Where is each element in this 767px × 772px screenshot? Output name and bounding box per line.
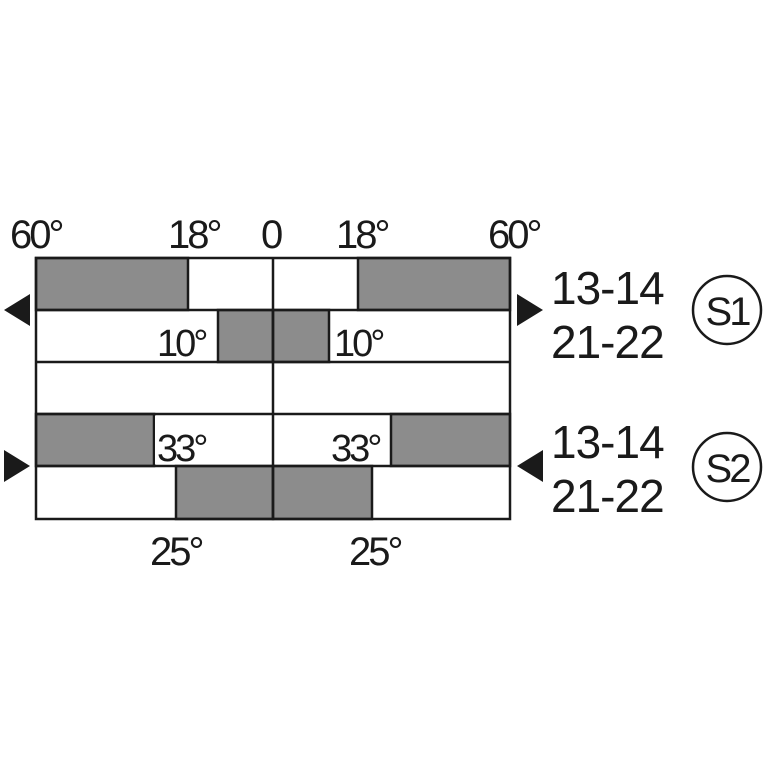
s1-badge-circle: [691, 274, 763, 346]
s1-row2-right-segment: [271, 308, 331, 364]
s1-contact-b: 21-22: [551, 316, 664, 368]
s2-badge-label: S2: [706, 447, 751, 491]
bottom-label-right: 25°: [349, 530, 401, 574]
s1-row2-left-segment: [216, 308, 275, 364]
s2-contact-a: 13-14: [551, 416, 664, 468]
s1-left-arrow-icon: [4, 294, 30, 326]
label-backgrounds: [154, 312, 393, 464]
grid: [34, 256, 512, 521]
row4-right-label-bg: [329, 416, 389, 464]
s1-right-arrow-icon: [517, 294, 543, 326]
top-label-right-mid: 18°: [336, 213, 388, 257]
s1-row1-left-segment: [34, 256, 190, 312]
s2-row2-left-segment: [174, 464, 275, 521]
row2-right-angle-label: 10°: [334, 323, 383, 365]
s1-contact-a: 13-14: [551, 262, 664, 314]
row4-right-angle-label: 33°: [331, 428, 380, 470]
top-label-right-max: 60°: [488, 213, 540, 257]
s2-badge-circle: [691, 431, 763, 503]
s2-contact-b: 21-22: [551, 470, 664, 522]
s1-row1-right-segment: [356, 256, 512, 312]
direction-arrows: [4, 294, 543, 482]
s2-row1-left-segment: [34, 412, 156, 468]
top-label-left-max: 60°: [10, 213, 62, 257]
row2-left-angle-label: 10°: [157, 323, 206, 365]
s2-row1-right-segment: [389, 412, 512, 468]
s2-right-arrow-icon: [517, 450, 543, 482]
row4-left-angle-label: 33°: [157, 428, 206, 470]
s2-row2-right-segment: [271, 464, 374, 521]
top-label-center: 0: [261, 213, 282, 257]
row2-right-label-bg: [331, 312, 393, 360]
row4-left-label-bg: [155, 416, 217, 464]
s2-left-arrow-icon: [4, 450, 30, 482]
s1-badge-label: S1: [706, 290, 751, 334]
row2-left-label-bg: [154, 312, 216, 360]
bottom-label-left: 25°: [150, 530, 202, 574]
top-label-left-mid: 18°: [168, 213, 220, 257]
